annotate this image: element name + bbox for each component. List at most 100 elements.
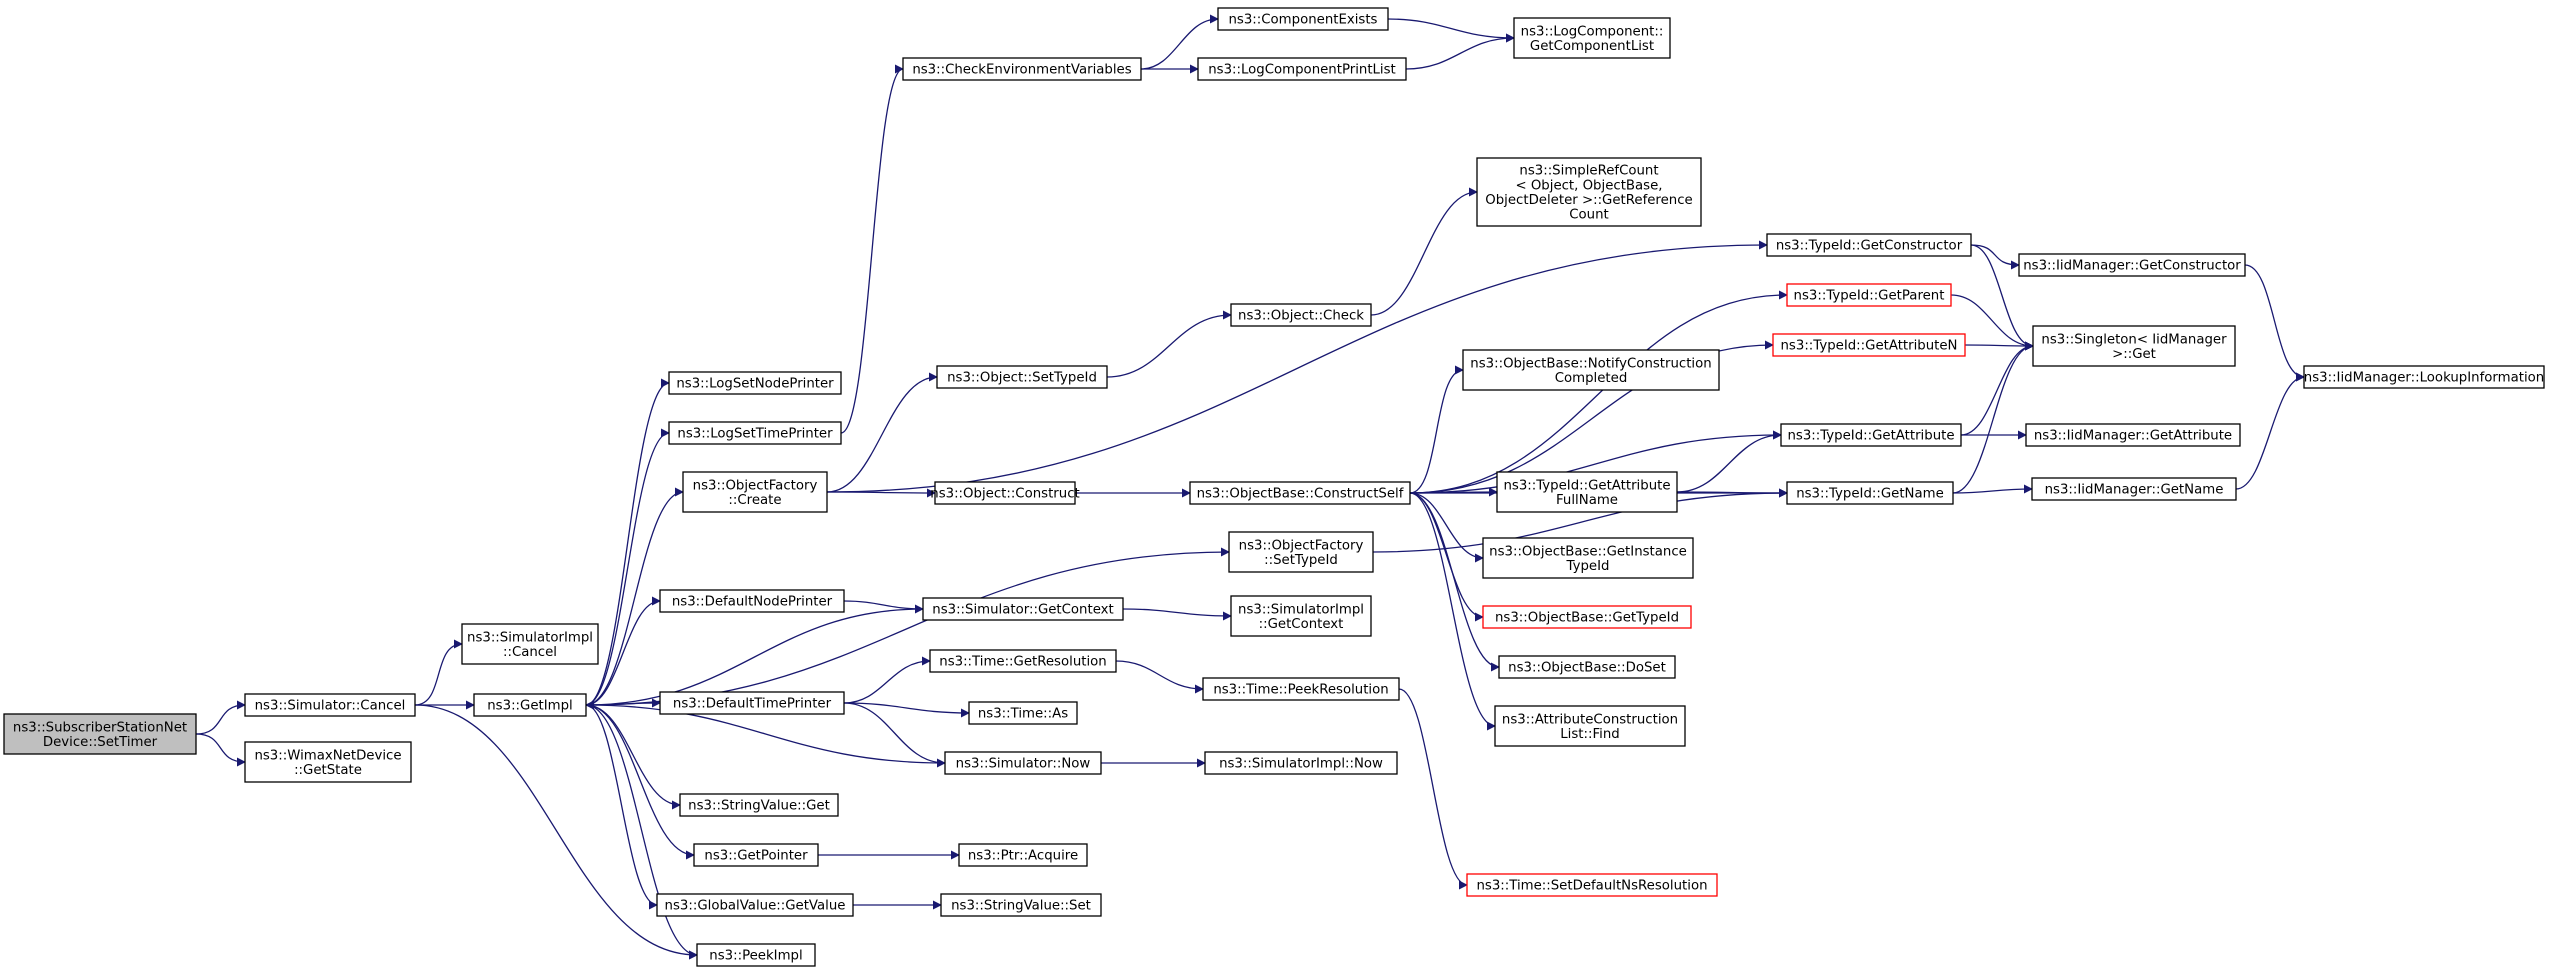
- function-node[interactable]: ns3::Singleton< IidManager >::Get: [2032, 325, 2236, 367]
- node-box: [1786, 481, 1954, 505]
- node-label: ns3::Ptr::Acquire: [968, 849, 1078, 864]
- function-node[interactable]: ns3::Simulator::GetContext: [922, 597, 1124, 621]
- call-edge: [826, 372, 938, 493]
- node-box: [2018, 253, 2246, 277]
- function-node[interactable]: ns3::SimulatorImpl::GetContext: [1230, 595, 1372, 637]
- function-node[interactable]: ns3::Object::Construct: [930, 481, 1080, 505]
- call-edge: [843, 656, 931, 704]
- function-node[interactable]: ns3::IidManager::GetName: [2031, 477, 2237, 501]
- function-node[interactable]: ns3::SimulatorImpl::Cancel: [461, 623, 599, 665]
- function-node[interactable]: ns3::LogComponentPrintList: [1197, 57, 1407, 81]
- call-edge: [1405, 33, 1515, 70]
- function-node[interactable]: ns3::ComponentExists: [1217, 7, 1389, 31]
- function-node[interactable]: ns3::ObjectFactory::SetTypeId: [1228, 531, 1374, 573]
- node-box: [1230, 303, 1372, 327]
- function-node[interactable]: ns3::Object::Check: [1230, 303, 1372, 327]
- function-node[interactable]: ns3::TypeId::GetParent: [1786, 283, 1952, 307]
- call-edge: [585, 487, 684, 706]
- node-label: ns3::ObjectBase::DoSet: [1508, 661, 1666, 676]
- function-node[interactable]: ns3::SimulatorImpl::Now: [1204, 751, 1398, 775]
- function-node[interactable]: ns3::StringValue::Set: [940, 893, 1102, 917]
- function-node[interactable]: ns3::CheckEnvironmentVariables: [902, 57, 1142, 81]
- node-label: ns3::WimaxNetDevice: [254, 748, 401, 763]
- function-node[interactable]: ns3::DefaultTimePrinter: [659, 691, 845, 715]
- function-node[interactable]: ns3::GlobalValue::GetValue: [656, 893, 854, 917]
- node-box: [1786, 283, 1952, 307]
- node-box: [1228, 531, 1374, 573]
- function-node[interactable]: ns3::Simulator::Now: [944, 751, 1102, 775]
- call-edge: [1140, 14, 1219, 70]
- function-node[interactable]: ns3::IidManager::GetConstructor: [2018, 253, 2246, 277]
- node-label: ns3::Object::Construct: [930, 487, 1079, 502]
- node-box: [2303, 365, 2545, 389]
- call-edge: [1409, 492, 1496, 731]
- node-box: [659, 589, 845, 613]
- node-label: ns3::DefaultNodePrinter: [672, 595, 833, 610]
- node-label: ns3::SimpleRefCount: [1519, 164, 1658, 179]
- function-node[interactable]: ns3::Time::As: [968, 701, 1078, 725]
- node-box: [1466, 873, 1718, 897]
- function-node[interactable]: ns3::ObjectBase::ConstructSelf: [1189, 481, 1411, 505]
- call-edge: [1950, 294, 2034, 351]
- node-box: [473, 693, 587, 717]
- call-edge: [1409, 492, 1500, 672]
- function-node[interactable]: ns3::TypeId::GetConstructor: [1766, 233, 1972, 257]
- call-edge: [1387, 18, 1515, 43]
- call-edge: [2244, 264, 2305, 382]
- function-node[interactable]: ns3::SimpleRefCount< Object, ObjectBase,…: [1476, 157, 1702, 227]
- node-box: [1482, 537, 1694, 579]
- node-box: [936, 365, 1108, 389]
- node-label: ::Cancel: [503, 645, 557, 660]
- node-label: ns3::GetImpl: [487, 699, 572, 714]
- function-node[interactable]: ns3::GetPointer: [693, 843, 819, 867]
- node-label: ns3::TypeId::GetConstructor: [1776, 239, 1963, 254]
- call-edge: [843, 702, 946, 768]
- function-node[interactable]: ns3::ObjectBase::DoSet: [1498, 655, 1676, 679]
- function-node[interactable]: ns3::TypeId::GetAttribute: [1780, 423, 1962, 447]
- node-label: List::Find: [1560, 727, 1619, 742]
- node-box: [244, 693, 416, 717]
- function-node[interactable]: ns3::LogComponent::GetComponentList: [1513, 17, 1671, 59]
- node-box: [1204, 751, 1398, 775]
- node-box: [1202, 677, 1400, 701]
- function-node[interactable]: ns3::Simulator::Cancel: [244, 693, 416, 717]
- function-node[interactable]: ns3::LogSetNodePrinter: [668, 371, 842, 395]
- call-edge: [1676, 430, 1782, 493]
- function-node[interactable]: ns3::DefaultNodePrinter: [659, 589, 845, 613]
- node-label: TypeId: [1566, 559, 1610, 574]
- node-box: [2025, 423, 2241, 447]
- node-box: [1217, 7, 1389, 31]
- call-edge: [585, 596, 661, 706]
- function-node[interactable]: ns3::PeekImpl: [696, 943, 816, 967]
- function-node[interactable]: ns3::LogSetTimePrinter: [668, 421, 842, 445]
- node-label: ns3::IidManager::GetName: [2045, 483, 2224, 498]
- function-node[interactable]: ns3::Ptr::Acquire: [958, 843, 1088, 867]
- function-node[interactable]: ns3::ObjectBase::NotifyConstructionCompl…: [1462, 349, 1720, 391]
- function-node[interactable]: ns3::SubscriberStationNetDevice::SetTime…: [3, 713, 197, 755]
- function-node[interactable]: ns3::IidManager::GetAttribute: [2025, 423, 2241, 447]
- call-edge: [585, 704, 698, 960]
- function-node[interactable]: ns3::Time::SetDefaultNsResolution: [1466, 873, 1718, 897]
- function-node[interactable]: ns3::TypeId::GetAttributeN: [1772, 333, 1966, 357]
- function-node[interactable]: ns3::ObjectBase::GetTypeId: [1482, 605, 1692, 629]
- function-node[interactable]: ns3::Time::PeekResolution: [1202, 677, 1400, 701]
- node-label: ns3::TypeId::GetAttributeN: [1781, 339, 1958, 354]
- function-node[interactable]: ns3::TypeId::GetName: [1786, 481, 1954, 505]
- node-box: [1197, 57, 1407, 81]
- call-edge: [1370, 187, 1478, 316]
- function-node[interactable]: ns3::ObjectFactory::Create: [682, 471, 828, 513]
- node-label: ns3::ObjectFactory: [1239, 538, 1364, 553]
- call-edge: [843, 600, 924, 614]
- function-node[interactable]: ns3::IidManager::LookupInformation: [2303, 365, 2545, 389]
- node-box: [958, 843, 1088, 867]
- function-node[interactable]: ns3::StringValue::Get: [679, 793, 839, 817]
- function-node[interactable]: ns3::WimaxNetDevice::GetState: [244, 741, 412, 783]
- node-label: ns3::ObjectBase::GetInstance: [1489, 544, 1687, 559]
- function-node[interactable]: ns3::Time::GetResolution: [929, 649, 1117, 673]
- function-node[interactable]: ns3::Object::SetTypeId: [936, 365, 1108, 389]
- function-node[interactable]: ns3::GetImpl: [473, 693, 587, 717]
- node-box: [1780, 423, 1962, 447]
